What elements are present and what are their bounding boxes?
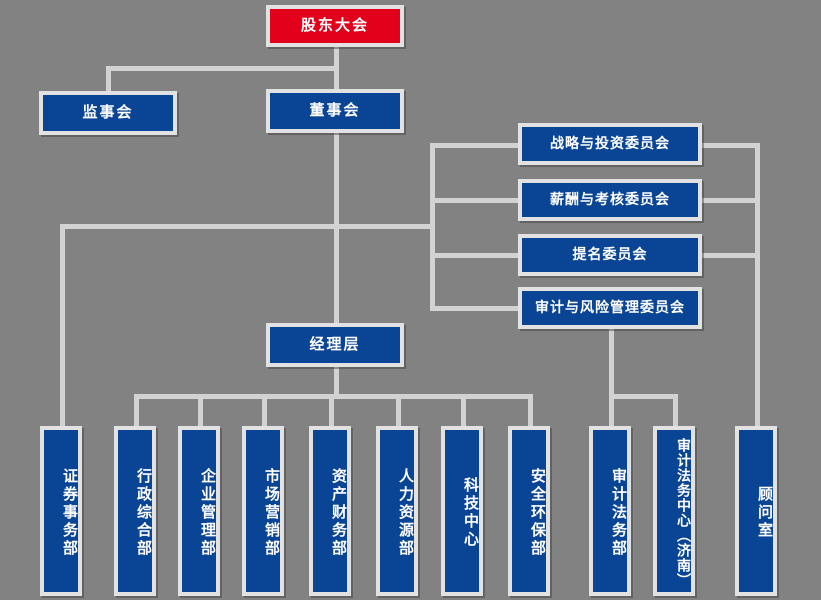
node-label: 顾问室 bbox=[756, 486, 774, 540]
node-shareholders-meeting[interactable]: 股东大会 bbox=[266, 5, 404, 47]
connector-dept-drop-2 bbox=[198, 394, 203, 427]
connector-drop-supervisory bbox=[106, 66, 111, 92]
connector-securities-branch-bar bbox=[60, 224, 338, 229]
connector-dept-drop-5 bbox=[396, 394, 401, 427]
connector-committee-stub-1 bbox=[430, 143, 520, 148]
node-label: 股东大会 bbox=[300, 16, 369, 35]
node-label: 审计法务中心（济南） bbox=[675, 438, 691, 588]
node-department-audit-legal[interactable]: 审计法务部 bbox=[589, 426, 631, 596]
connector-dept-drop-7 bbox=[528, 394, 533, 427]
node-label: 监事会 bbox=[82, 103, 134, 122]
connector-board-to-committee-bus bbox=[334, 224, 435, 229]
node-label: 人力资源部 bbox=[397, 468, 415, 558]
node-label: 审计与风险管理委员会 bbox=[535, 299, 685, 316]
connector-advisory-stub-3 bbox=[700, 253, 760, 258]
node-committee-audit-risk-management[interactable]: 审计与风险管理委员会 bbox=[518, 287, 702, 329]
connector-committee-stub-3 bbox=[430, 253, 520, 258]
node-department-safety-environment[interactable]: 安全环保部 bbox=[508, 426, 550, 596]
node-department-administration[interactable]: 行政综合部 bbox=[114, 426, 156, 596]
connector-dept-drop-1 bbox=[134, 394, 139, 427]
connector-advisory-stub-1 bbox=[700, 143, 760, 148]
connector-dept-drop-6 bbox=[461, 394, 466, 427]
node-board-of-directors[interactable]: 董事会 bbox=[266, 89, 404, 133]
node-department-advisory-office[interactable]: 顾问室 bbox=[735, 426, 777, 596]
node-label: 经理层 bbox=[309, 335, 361, 354]
node-department-human-resources[interactable]: 人力资源部 bbox=[376, 426, 418, 596]
node-committee-strategy-investment[interactable]: 战略与投资委员会 bbox=[518, 123, 702, 165]
node-label: 市场营销部 bbox=[263, 468, 281, 558]
node-label: 资产财务部 bbox=[330, 468, 348, 558]
node-supervisory-board[interactable]: 监事会 bbox=[39, 91, 177, 135]
connector-audit-committee-drop bbox=[609, 328, 614, 427]
node-label: 薪酬与考核委员会 bbox=[550, 191, 670, 208]
connector-advisory-stub-2 bbox=[700, 198, 760, 203]
node-label: 提名委员会 bbox=[572, 246, 648, 263]
node-committee-remuneration-appraisal[interactable]: 薪酬与考核委员会 bbox=[518, 179, 702, 221]
connector-management-to-departments bbox=[334, 367, 339, 397]
connector-audit-bus bbox=[609, 394, 678, 399]
connector-bar-supervisory bbox=[106, 66, 339, 71]
connector-committee-stub-4 bbox=[430, 306, 520, 311]
node-label: 科技中心 bbox=[462, 477, 480, 549]
node-label: 战略与投资委员会 bbox=[550, 135, 670, 152]
node-label: 企业管理部 bbox=[199, 468, 217, 558]
connector-audit-center-drop bbox=[673, 394, 678, 427]
node-department-asset-finance[interactable]: 资产财务部 bbox=[309, 426, 351, 596]
node-committee-nomination[interactable]: 提名委员会 bbox=[518, 234, 702, 276]
node-management-layer[interactable]: 经理层 bbox=[266, 323, 404, 367]
node-label: 审计法务部 bbox=[610, 468, 628, 558]
node-label: 证券事务部 bbox=[61, 468, 79, 558]
node-label: 行政综合部 bbox=[135, 468, 153, 558]
node-department-technology-center[interactable]: 科技中心 bbox=[441, 426, 483, 596]
node-department-marketing[interactable]: 市场营销部 bbox=[242, 426, 284, 596]
node-department-enterprise-management[interactable]: 企业管理部 bbox=[178, 426, 220, 596]
node-department-securities-affairs[interactable]: 证券事务部 bbox=[40, 426, 82, 596]
connector-dept-drop-3 bbox=[262, 394, 267, 427]
connector-dept-drop-4 bbox=[329, 394, 334, 427]
node-label: 安全环保部 bbox=[529, 468, 547, 558]
connector-committee-stub-2 bbox=[430, 198, 520, 203]
node-label: 董事会 bbox=[309, 101, 361, 120]
connector-advisory-bus bbox=[755, 143, 760, 427]
node-department-audit-legal-center-jinan[interactable]: 审计法务中心（济南） bbox=[653, 426, 695, 596]
connector-securities-drop bbox=[60, 224, 65, 427]
